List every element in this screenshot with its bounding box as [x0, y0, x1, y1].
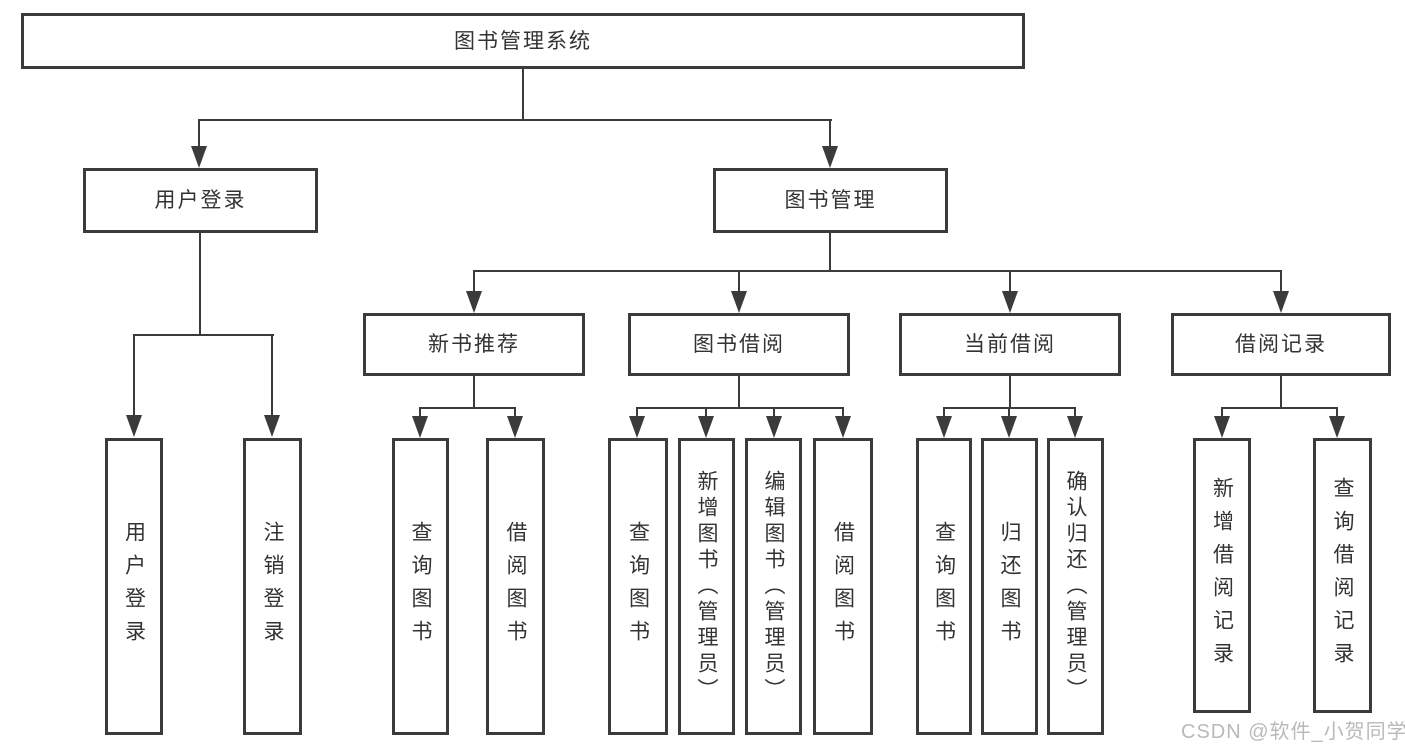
book-borrow-box: 图书借阅	[628, 313, 850, 376]
arrowhead-down-icon	[466, 291, 482, 313]
arrowhead-down-icon	[1214, 416, 1230, 438]
arrowhead-down-icon	[1001, 416, 1017, 438]
leaf-query-books-3: 查询图书	[916, 438, 972, 735]
leaf-edit-book-admin: 编辑图书（管理员）	[745, 438, 802, 735]
leaf-query-borrow-record: 查询借阅记录	[1313, 438, 1372, 713]
arrowhead-down-icon	[835, 416, 851, 438]
arrowhead-down-icon	[1067, 416, 1083, 438]
arrowhead-down-icon	[936, 416, 952, 438]
leaf-borrow-books-1: 借阅图书	[486, 438, 545, 735]
leaf-borrow-books-2: 借阅图书	[813, 438, 873, 735]
leaf-add-book-admin: 新增图书（管理员）	[678, 438, 735, 735]
leaf-confirm-return-admin: 确认归还（管理员）	[1047, 438, 1104, 735]
arrowhead-down-icon	[629, 416, 645, 438]
arrowhead-down-icon	[698, 416, 714, 438]
leaf-query-books-2: 查询图书	[608, 438, 668, 735]
arrowhead-down-icon	[766, 416, 782, 438]
leaf-query-books-1: 查询图书	[392, 438, 449, 735]
arrowhead-down-icon	[412, 416, 428, 438]
arrowhead-down-icon	[822, 146, 838, 168]
arrowhead-down-icon	[1329, 416, 1345, 438]
arrowhead-down-icon	[507, 416, 523, 438]
borrow-records-box: 借阅记录	[1171, 313, 1391, 376]
arrowhead-down-icon	[191, 146, 207, 168]
leaf-return-book: 归还图书	[981, 438, 1038, 735]
root-box: 图书管理系统	[21, 13, 1025, 69]
csdn-watermark: CSDN @软件_小贺同学	[1181, 721, 1405, 743]
leaf-user-login: 用户登录	[105, 438, 163, 735]
arrowhead-down-icon	[264, 415, 280, 437]
arrowhead-down-icon	[731, 291, 747, 313]
user-login-box: 用户登录	[83, 168, 318, 233]
leaf-logout: 注销登录	[243, 438, 302, 735]
book-management-box: 图书管理	[713, 168, 948, 233]
current-borrow-box: 当前借阅	[899, 313, 1121, 376]
arrowhead-down-icon	[1273, 291, 1289, 313]
new-book-recommend-box: 新书推荐	[363, 313, 585, 376]
leaf-add-borrow-record: 新增借阅记录	[1193, 438, 1251, 713]
arrowhead-down-icon	[1002, 291, 1018, 313]
arrowhead-down-icon	[126, 415, 142, 437]
